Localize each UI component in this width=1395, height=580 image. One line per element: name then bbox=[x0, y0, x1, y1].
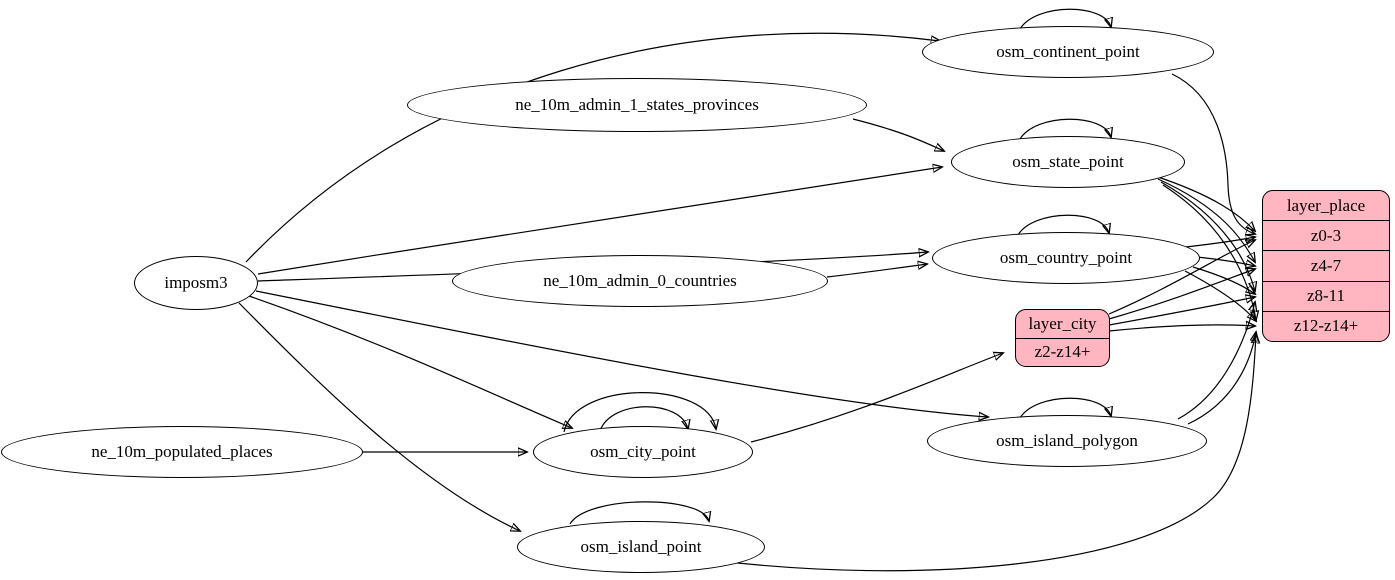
edge-layer_city-z8-11 bbox=[1108, 297, 1255, 326]
selfloop-osm_island_polygon bbox=[1019, 397, 1111, 419]
node-osm-continent-point: osm_continent_point bbox=[922, 26, 1214, 78]
node-ne-10m-admin-1-states-provinces-label: ne_10m_admin_1_states_provinces bbox=[515, 95, 759, 114]
edge-imposm3-osm_island_polygon bbox=[255, 290, 988, 417]
node-osm-city-point: osm_city_point bbox=[533, 426, 753, 478]
selfloop-osm_island_point bbox=[569, 501, 709, 525]
node-osm-country-point: osm_country_point bbox=[932, 232, 1200, 284]
node-osm-island-point: osm_island_point bbox=[517, 521, 765, 573]
edge-osm_state_point-z4-7 bbox=[1157, 178, 1255, 262]
node-ne-10m-populated-places-label: ne_10m_populated_places bbox=[91, 442, 273, 461]
edge-ne_10m_admin_0_countries-osm_country_point bbox=[826, 264, 927, 278]
node-imposm3-label: imposm3 bbox=[164, 273, 228, 292]
edge-osm_country_point-z4-7 bbox=[1196, 256, 1255, 266]
node-imposm3: imposm3 bbox=[134, 256, 258, 310]
node-osm-island-point-label: osm_island_point bbox=[580, 537, 702, 556]
node-osm-state-point-label: osm_state_point bbox=[1012, 152, 1124, 171]
node-layer-city: layer_city z2-z14+ bbox=[1015, 309, 1110, 367]
node-osm-island-polygon-label: osm_island_polygon bbox=[996, 431, 1138, 450]
selfloop-osm_city_point-inner bbox=[599, 406, 688, 432]
node-ne-10m-admin-1-states-provinces: ne_10m_admin_1_states_provinces bbox=[407, 78, 867, 132]
node-ne-10m-populated-places: ne_10m_populated_places bbox=[1, 426, 363, 478]
selfloop-osm_continent_point bbox=[1019, 8, 1111, 30]
layer-city-title: layer_city bbox=[1028, 313, 1097, 333]
edge-osm_city_point-layer_city bbox=[750, 353, 1003, 443]
edge-osm_country_point-z12-z14 bbox=[1184, 270, 1256, 321]
node-osm-city-point-label: osm_city_point bbox=[590, 442, 696, 461]
layer-place-row-z12-z14: z12-z14+ bbox=[1263, 310, 1389, 341]
edge-osm_island_polygon-z8-11 bbox=[1177, 302, 1255, 420]
node-osm-island-polygon: osm_island_polygon bbox=[927, 415, 1207, 467]
edge-layer_city-z0-3 bbox=[1108, 240, 1255, 315]
edge-osm_state_point-z0-3 bbox=[1154, 175, 1255, 231]
edge-osm_country_point-z8-11 bbox=[1192, 266, 1255, 294]
node-ne-10m-admin-0-countries-label: ne_10m_admin_0_countries bbox=[543, 271, 737, 290]
selfloop-osm_country_point bbox=[1017, 214, 1109, 236]
node-osm-state-point: osm_state_point bbox=[951, 136, 1185, 188]
node-osm-country-point-label: osm_country_point bbox=[999, 248, 1133, 267]
edge-ne_10m_admin_1_states_provinces-osm_state_point bbox=[852, 118, 944, 151]
edge-osm_continent_point-z0-3 bbox=[1171, 73, 1255, 234]
edge-osm_island_point-z12-z14 bbox=[709, 334, 1256, 572]
node-layer-place: layer_place z0-3 z4-7 z8-11 z12-z14+ bbox=[1262, 190, 1390, 342]
layer-place-title: layer_place bbox=[1286, 195, 1366, 215]
edge-imposm3-osm_city_point bbox=[248, 295, 572, 428]
edge-layer_city-z12-z14 bbox=[1108, 325, 1255, 332]
layer-place-row-z4-7: z4-7 bbox=[1263, 250, 1389, 280]
edge-imposm3-osm_continent_point bbox=[245, 32, 940, 263]
selfloop-osm_city_point-outer bbox=[563, 392, 716, 433]
node-ne-10m-admin-0-countries: ne_10m_admin_0_countries bbox=[452, 255, 828, 307]
node-osm-continent-point-label: osm_continent_point bbox=[996, 42, 1140, 61]
layer-city-row-z2-z14: z2-z14+ bbox=[1016, 337, 1109, 367]
edge-osm_country_point-z0-3 bbox=[1185, 237, 1255, 248]
selfloop-osm_state_point bbox=[1019, 118, 1111, 140]
edge-layer_city-z4-7 bbox=[1108, 269, 1255, 320]
edge-imposm3-osm_island_point bbox=[238, 302, 520, 531]
layer-place-row-z0-3: z0-3 bbox=[1263, 220, 1389, 250]
layer-place-row-z8-11: z8-11 bbox=[1263, 280, 1389, 311]
